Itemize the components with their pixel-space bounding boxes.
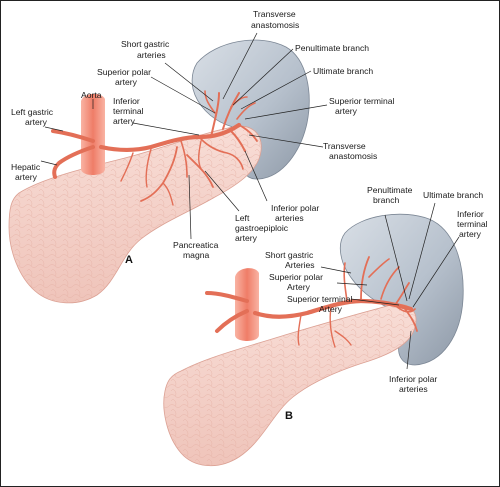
- label-b-inferior-polar-1: Inferior polar: [389, 374, 437, 384]
- label-hepatic-artery-1: Hepatic: [11, 162, 41, 172]
- label-left-gastroepiploic-3: artery: [235, 233, 258, 243]
- label-b-inferior-terminal-2: terminal: [457, 219, 488, 229]
- panel-a: Aorta Left gastric artery Hepatic artery…: [8, 9, 395, 304]
- label-b-superior-terminal-2: Artery: [319, 304, 343, 314]
- label-b-superior-polar-2: Artery: [287, 282, 311, 292]
- spleen-b: [339, 213, 464, 366]
- label-inferior-polar-2: arteries: [275, 213, 304, 223]
- aorta-b: [235, 268, 259, 341]
- label-b-penultimate-2: branch: [373, 195, 399, 205]
- label-inferior-polar-1: Inferior polar: [271, 203, 319, 213]
- panel-letter-a: A: [125, 254, 133, 266]
- label-transverse-anastomosis-bottom-1: Transverse: [323, 141, 366, 151]
- label-b-short-gastric-1: Short gastric: [265, 250, 314, 260]
- label-left-gastric-artery-2: artery: [25, 117, 48, 127]
- label-transverse-anastomosis-top-1: Transverse: [253, 9, 296, 19]
- label-short-gastric-2: arteries: [137, 50, 166, 60]
- label-inferior-terminal-2: terminal: [113, 106, 144, 116]
- label-b-inferior-terminal-1: Inferior: [457, 209, 484, 219]
- label-pancreatica-2: magna: [183, 250, 209, 260]
- label-inferior-terminal-1: Inferior: [113, 96, 140, 106]
- panel-b: Penultimate branch Ultimate branch Infer…: [163, 185, 488, 467]
- label-left-gastroepiploic-1: Left: [235, 213, 250, 223]
- label-b-inferior-terminal-3: artery: [459, 229, 482, 239]
- spleen-a: [191, 39, 310, 180]
- label-transverse-anastomosis-bottom-2: anastomosis: [329, 151, 377, 161]
- label-transverse-anastomosis-top-2: anastomosis: [251, 20, 299, 30]
- label-left-gastroepiploic-2: gastroepiploic: [235, 223, 289, 233]
- label-b-ultimate-branch: Ultimate branch: [423, 190, 483, 200]
- label-pancreatica-1: Pancreatica: [173, 240, 219, 250]
- panel-letter-b: B: [285, 410, 293, 422]
- label-superior-polar-2: artery: [115, 77, 138, 87]
- label-inferior-terminal-3: artery: [113, 116, 136, 126]
- label-penultimate-branch: Penultimate branch: [295, 43, 369, 53]
- label-hepatic-artery-2: artery: [15, 172, 38, 182]
- label-b-penultimate-1: Penultimate: [367, 185, 413, 195]
- label-ultimate-branch: Ultimate branch: [313, 66, 373, 76]
- label-superior-polar-1: Superior polar: [97, 67, 151, 77]
- label-aorta: Aorta: [81, 90, 102, 100]
- label-superior-terminal-2: artery: [335, 106, 358, 116]
- label-left-gastric-artery-1: Left gastric: [11, 107, 54, 117]
- label-b-inferior-polar-2: arteries: [399, 384, 428, 394]
- label-b-superior-polar-1: Superior polar: [269, 272, 323, 282]
- label-b-short-gastric-2: Arteries: [285, 260, 315, 270]
- label-b-superior-terminal-1: Superior terminal: [287, 294, 353, 304]
- label-superior-terminal-1: Superior terminal: [329, 96, 395, 106]
- label-short-gastric-1: Short gastric: [121, 39, 170, 49]
- aorta-a: [81, 93, 105, 175]
